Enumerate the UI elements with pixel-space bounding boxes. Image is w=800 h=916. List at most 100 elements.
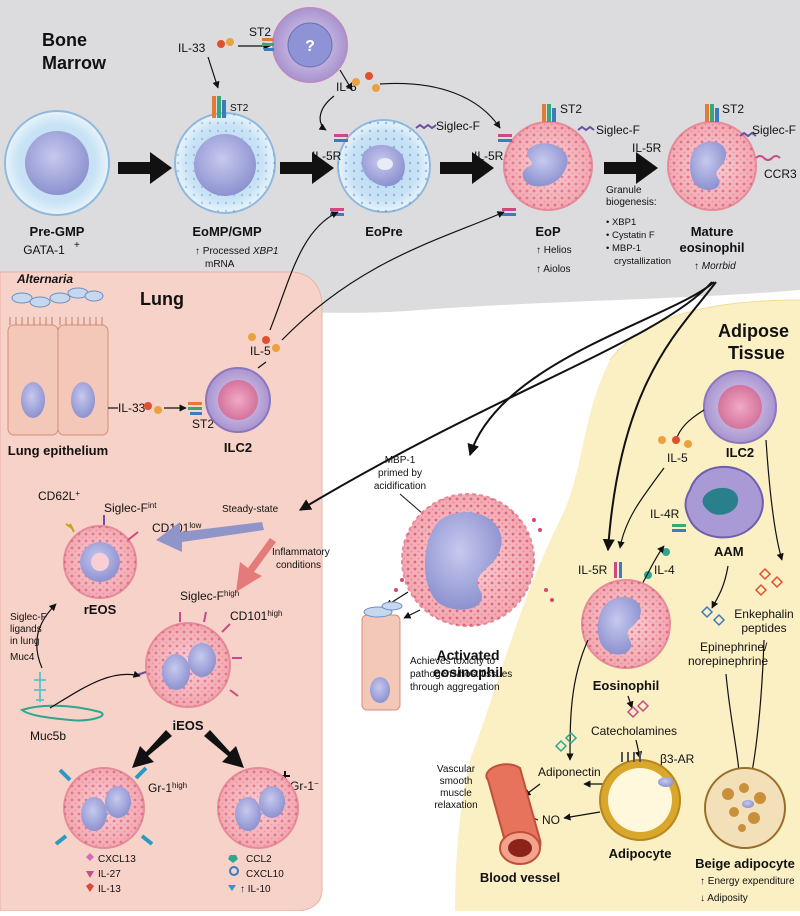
st2-receptor-unknown — [262, 38, 274, 51]
granule-title-1: Granule — [606, 185, 642, 196]
morrbid-label: ↑ Morrbid — [694, 261, 736, 272]
siglec-f-label-mature: Siglec-F — [752, 123, 796, 137]
granule-item-4: crystallization — [614, 256, 671, 267]
muc5b-label: Muc5b — [30, 729, 66, 743]
il5-label-bm: IL-5 — [336, 80, 357, 94]
lung-title: Lung — [140, 289, 184, 309]
activated-label-1: Activated — [436, 647, 499, 663]
siglec-ligands-2: ligands — [10, 624, 42, 635]
lung-epithelium-cells — [7, 317, 109, 436]
aam-label: AAM — [714, 544, 744, 559]
mature-label-1: Mature — [691, 224, 734, 239]
cd62l-label: CD62L+ — [38, 489, 80, 504]
toxicity-line-1: Achieves toxicity to — [410, 656, 495, 667]
cd101-high-label: CD101high — [230, 609, 282, 624]
energy-label: ↑ Energy expenditure — [700, 876, 795, 887]
marker-cxcl10: CXCL10 — [246, 869, 284, 880]
mbp-line-2: primed by — [378, 468, 422, 479]
ilc2-lung-cell — [205, 367, 271, 433]
alternaria-spores — [11, 287, 104, 308]
activated-label-2: eosinophil — [433, 664, 503, 680]
aiolos-label: ↑ Aiolos — [536, 264, 570, 275]
right-marker-legend — [228, 855, 240, 891]
epinephrine-label-2: norepinephrine — [688, 654, 768, 668]
siglec-f-eop — [577, 125, 595, 132]
arrow-ieos-right — [204, 730, 244, 768]
marker-il13: IL-13 — [98, 884, 121, 895]
vascular-line-4: relaxation — [434, 800, 477, 811]
siglec-ligands-3: in lung — [10, 636, 39, 647]
arrow-eop-to-mature — [604, 152, 658, 184]
eopre-cell — [337, 119, 431, 213]
enkephalin-label-2: peptides — [741, 621, 786, 635]
granule-title-2: biogenesis: — [606, 197, 657, 208]
ilc2-label-adipose: ILC2 — [726, 445, 754, 460]
st2-receptor-mature — [705, 104, 719, 122]
ilc2-label-lung: ILC2 — [224, 440, 252, 455]
il5r-label-eopre: IL-5R — [312, 149, 342, 163]
processed-mrna: mRNA — [205, 259, 235, 270]
gata1-sup: + — [74, 240, 80, 251]
gr1-neg-label: Gr-1− — [290, 779, 319, 794]
st2-label-eop: ST2 — [560, 102, 582, 116]
reos-cell — [63, 525, 137, 599]
adipocyte-cell — [599, 752, 681, 841]
marker-il10: ↑ IL-10 — [240, 884, 271, 895]
ccr3-receptor — [755, 155, 781, 161]
catecholamine-molecules — [626, 699, 650, 719]
gata1-label: GATA-1 — [23, 243, 65, 257]
adipocyte-label: Adipocyte — [609, 846, 672, 861]
enkephalin-label-1: Enkephalin — [734, 607, 793, 621]
toxicity-line-2: pathogens/host tissues — [410, 669, 512, 680]
aam-cell — [684, 466, 764, 539]
adiposity-label: ↓ Adiposity — [700, 893, 748, 904]
il33-molecule-bm — [217, 38, 234, 48]
bone-marrow-title-1: Bone — [42, 30, 87, 50]
vascular-line-2: smooth — [440, 776, 473, 787]
adipose-eosinophil-cell — [581, 579, 671, 669]
cd101-low-label: CD101low — [152, 521, 202, 536]
steady-state-arrow — [156, 522, 264, 552]
inflammatory-arrow — [236, 538, 276, 592]
siglec-f-eopre — [415, 123, 437, 130]
gr1-high-cell — [54, 766, 154, 849]
ccr3-label: CCR3 — [764, 167, 797, 181]
granule-item-1: • XBP1 — [606, 217, 636, 228]
vascular-line-1: Vascular — [437, 764, 476, 775]
eomp-cell — [174, 112, 276, 214]
beige-adipocyte-cell — [704, 767, 786, 849]
no-label: NO — [542, 813, 560, 827]
unknown-cell-label: ? — [305, 38, 315, 55]
pre-gmp-cell — [4, 110, 110, 216]
siglec-f-mature — [739, 131, 757, 138]
aggregated-epithelial-cell — [361, 601, 403, 711]
il33-label-lung: IL-33 — [118, 401, 146, 415]
blood-vessel-label: Blood vessel — [480, 870, 560, 885]
il5r-label-eop: IL-5R — [474, 149, 504, 163]
adiponectin-molecules — [554, 731, 578, 753]
arrow-il5-to-eopre — [269, 211, 339, 331]
epinephrine-molecules — [700, 605, 726, 627]
st2-label-eomp: ST2 — [230, 103, 249, 114]
il5-label-lung: IL-5 — [250, 344, 271, 358]
granule-item-3: • MBP-1 — [606, 243, 641, 254]
eomp-label: EoMP/GMP — [192, 224, 262, 239]
vascular-line-3: muscle — [440, 788, 472, 799]
il5r-label-mature: IL-5R — [632, 141, 662, 155]
adipose-title-2: Tissue — [728, 343, 785, 363]
gr1-high-label: Gr-1high — [148, 781, 187, 796]
eosinophil-label-adipose: Eosinophil — [593, 678, 659, 693]
il5r-label-adipose: IL-5R — [578, 563, 608, 577]
eopre-label: EoPre — [365, 224, 403, 239]
alternaria-label: Alternaria — [16, 272, 73, 286]
il5-label-adipose: IL-5 — [667, 451, 688, 465]
st2-label-mature: ST2 — [722, 102, 744, 116]
il5r-receptor-eop — [498, 134, 516, 216]
activated-eosinophil-cell — [394, 493, 554, 627]
ilc2-adipose-cell — [703, 370, 777, 444]
inflammatory-label-2: conditions — [276, 560, 321, 571]
st2-label-lung: ST2 — [192, 417, 214, 431]
il5-molecule-adipose — [658, 436, 692, 448]
il5-molecule-lung — [248, 333, 280, 352]
